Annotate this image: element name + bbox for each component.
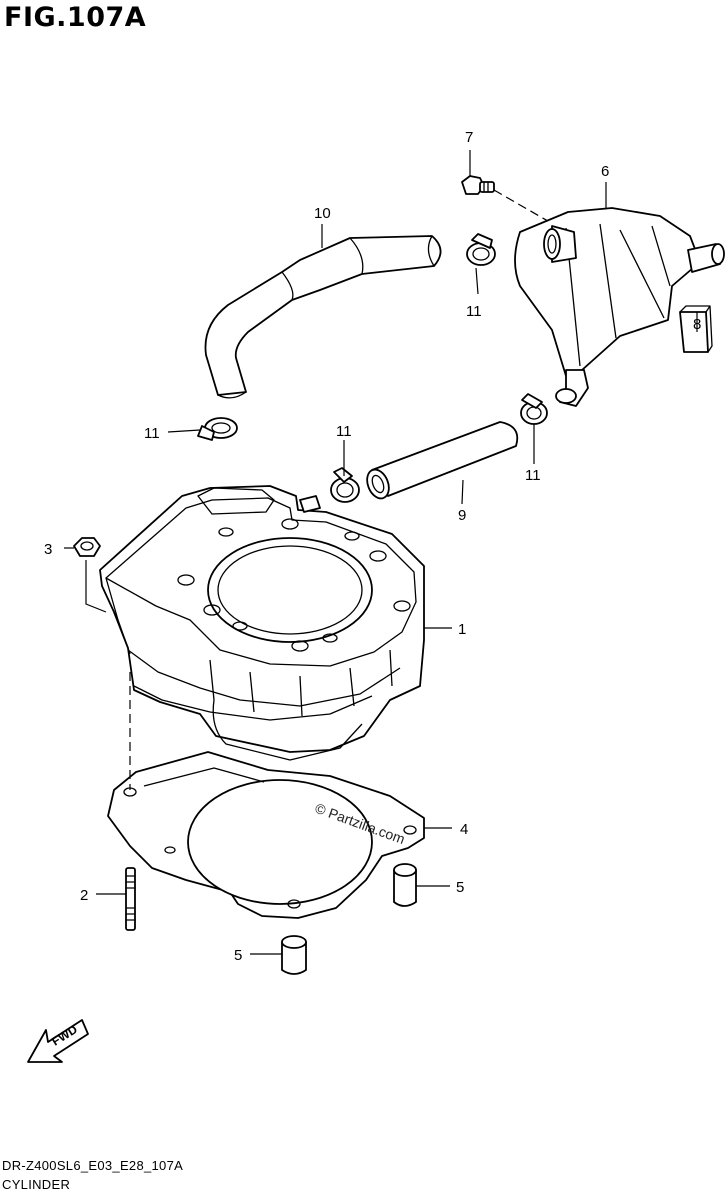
callout-5-upper: 5	[456, 879, 464, 896]
cylinder-1[interactable]	[99, 485, 425, 761]
bolt-7[interactable]	[461, 175, 495, 195]
callout-6: 6	[601, 163, 609, 180]
callout-2: 2	[80, 887, 88, 904]
clamp-11-center[interactable]	[330, 467, 360, 503]
callout-7: 7	[465, 129, 473, 146]
callout-8: 8	[693, 316, 701, 333]
callout-5-lower: 5	[234, 947, 242, 964]
figure-code: DR-Z400SL6_E03_E28_107A	[2, 1158, 184, 1173]
callout-4: 4	[460, 821, 468, 838]
callout-3: 3	[44, 541, 52, 558]
hose-9[interactable]	[363, 421, 519, 502]
callout-1: 1	[458, 621, 466, 638]
callout-11-center: 11	[336, 423, 352, 440]
nut-3[interactable]	[73, 537, 101, 557]
leader-lines	[64, 150, 698, 955]
fwd-arrow: FWD	[27, 1019, 89, 1063]
stud-2[interactable]	[125, 867, 136, 931]
figure-title: FIG.107A	[4, 2, 147, 33]
callout-11-upper-right: 11	[466, 303, 482, 320]
hose-10[interactable]	[204, 235, 442, 399]
base-gasket-4[interactable]	[107, 751, 425, 919]
callout-10: 10	[314, 205, 331, 222]
callout-11-left: 11	[144, 425, 160, 442]
callout-11-lower-right: 11	[525, 467, 541, 484]
reed-valve-6[interactable]	[514, 207, 725, 407]
callout-9: 9	[458, 507, 466, 524]
clamp-11-left[interactable]	[197, 417, 238, 441]
dowel-pin-5-lower[interactable]	[281, 935, 307, 975]
clamp-11-upper-right[interactable]	[466, 233, 496, 266]
pad-8[interactable]	[679, 305, 713, 353]
figure-name: CYLINDER	[2, 1177, 71, 1192]
dowel-pin-5-upper[interactable]	[393, 863, 417, 907]
clamp-11-lower-right[interactable]	[520, 393, 548, 425]
